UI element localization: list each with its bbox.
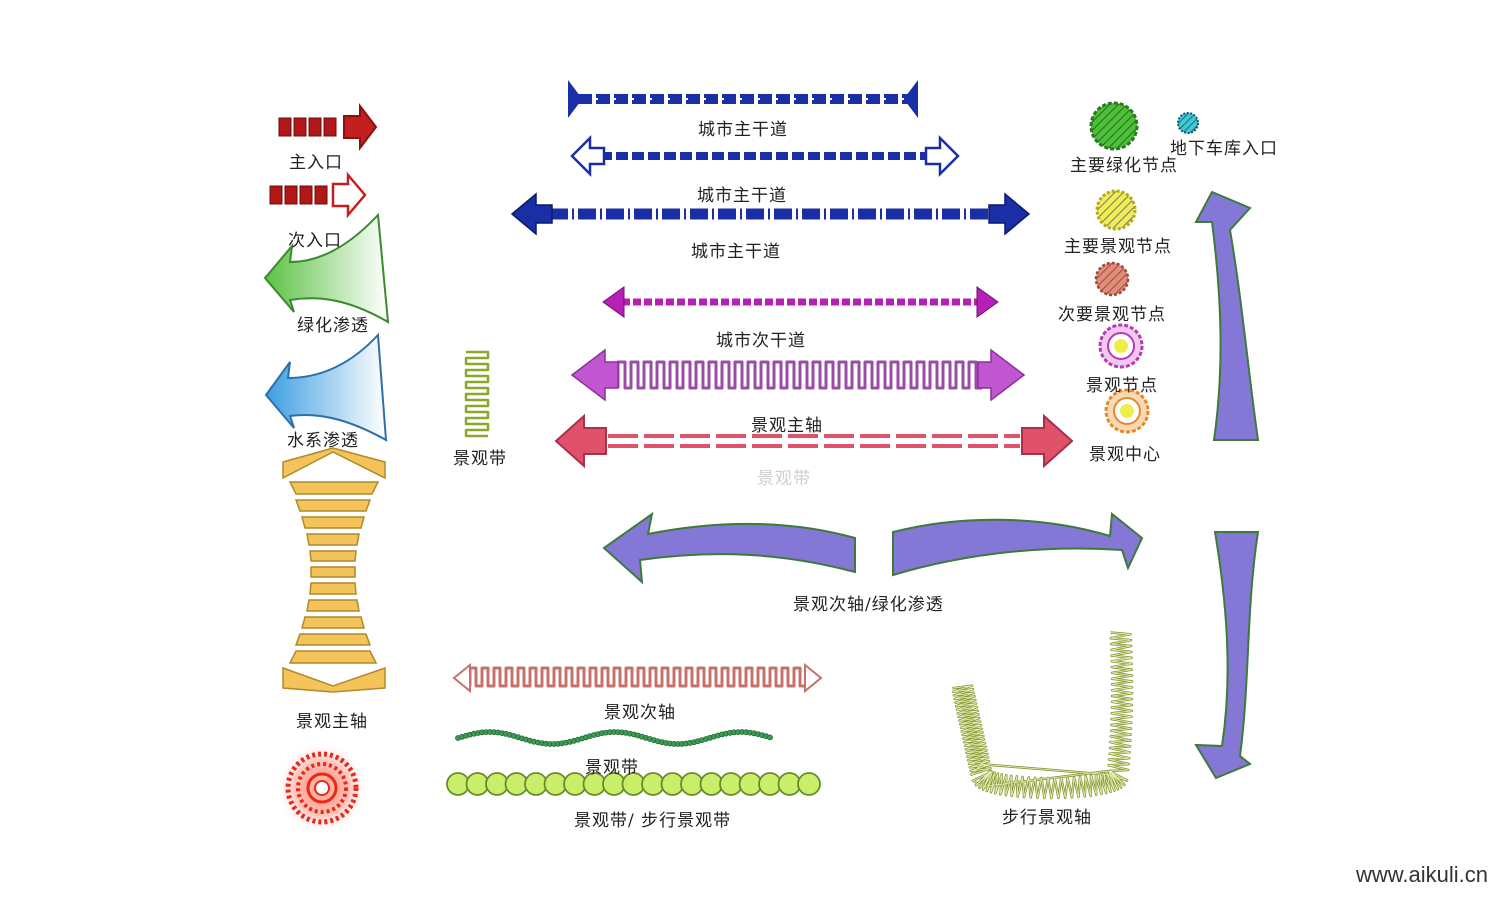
watermark: www.aikuli.cn	[1355, 862, 1488, 887]
urban-arterial-road-2	[570, 134, 960, 178]
label-landscape-secondary-axis: 景观次轴	[604, 703, 676, 723]
landscape-belt-green-wave	[455, 729, 773, 747]
underground-garage-symbol	[1177, 112, 1199, 134]
landscape-belt-walking-chain	[446, 772, 821, 796]
landscape-center-symbol	[1104, 388, 1150, 434]
secondary-axis-arrow-right	[892, 512, 1144, 577]
label-urban-arterial-2: 城市主干道	[697, 186, 787, 206]
label-urban-arterial-1: 城市主干道	[698, 120, 788, 140]
vertical-purple-arrow-up	[1194, 190, 1260, 441]
label-landscape-main-axis-left: 景观主轴	[296, 712, 368, 732]
walking-axis-zigzag	[951, 631, 1134, 800]
label-underground-garage: 地下车库入口	[1170, 139, 1278, 159]
urban-arterial-road-3	[510, 192, 1031, 236]
label-water-penetration: 水系渗透	[287, 431, 359, 451]
green-penetration-arrow	[263, 212, 390, 324]
water-penetration-arrow	[264, 332, 388, 442]
landscape-belt-small-zigzag	[464, 350, 490, 438]
label-landscape-belt-left: 景观带	[453, 449, 507, 469]
secondary-landscape-node-symbol	[1094, 261, 1130, 297]
landscape-belt-red-axis	[554, 413, 1074, 469]
landscape-center-symbol-large	[276, 742, 368, 834]
urban-arterial-road-1	[568, 80, 918, 118]
main-landscape-node-symbol	[1095, 189, 1137, 231]
label-urban-arterial-3: 城市主干道	[691, 242, 781, 262]
vertical-purple-arrow-down	[1194, 531, 1260, 780]
landscape-main-axis-wave	[570, 348, 1026, 402]
label-urban-secondary-road: 城市次干道	[716, 331, 806, 351]
label-landscape-node: 景观节点	[1086, 376, 1158, 396]
label-main-landscape-node: 主要景观节点	[1064, 237, 1172, 257]
label-walking-axis: 步行景观轴	[1002, 808, 1092, 828]
label-landscape-belt-bottom: 景观带	[585, 758, 639, 778]
label-main-green-node: 主要绿化节点	[1070, 156, 1178, 176]
landscape-node-symbol	[1098, 323, 1144, 369]
label-secondary-landscape-node: 次要景观节点	[1058, 305, 1166, 325]
label-landscape-main-axis: 景观主轴	[751, 416, 823, 436]
main-entrance-symbol	[278, 103, 378, 151]
label-secondary-entrance: 次入口	[288, 231, 342, 251]
label-green-penetration: 绿化渗透	[297, 316, 369, 336]
urban-secondary-road	[602, 286, 999, 318]
main-green-node-symbol	[1089, 101, 1139, 151]
label-landscape-center: 景观中心	[1089, 445, 1161, 465]
label-landscape-belt-faint: 景观带	[757, 469, 811, 489]
secondary-axis-arrow-left	[602, 511, 856, 585]
label-landscape-belt-walking: 景观带/ 步行景观带	[574, 811, 732, 831]
landscape-secondary-axis-wave	[452, 662, 823, 694]
label-main-entrance: 主入口	[289, 153, 343, 173]
landscape-main-axis-vertical	[282, 447, 386, 693]
label-secondary-axis-green: 景观次轴/绿化渗透	[793, 595, 944, 615]
secondary-entrance-symbol	[269, 171, 367, 219]
